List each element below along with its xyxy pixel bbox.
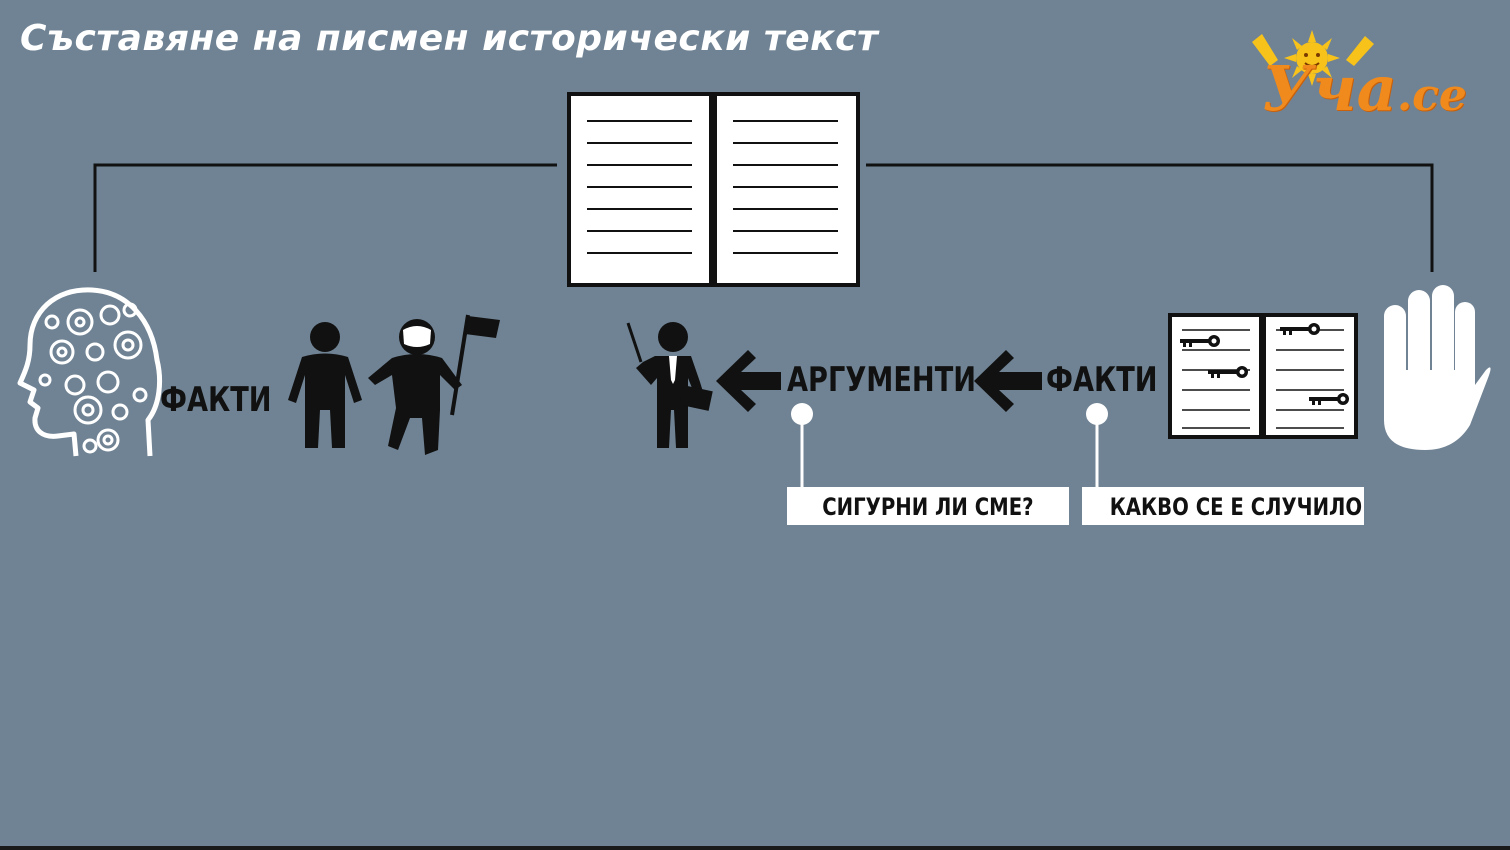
connector-lines xyxy=(93,163,1434,272)
callout-connectors xyxy=(791,403,1108,487)
page-title: Съставяне на писмен исторически текст xyxy=(20,18,879,59)
arguments-label: АРГУМЕНТИ xyxy=(787,360,977,400)
sun-logo-icon xyxy=(1252,30,1374,86)
facts-label-left: ФАКТИ xyxy=(160,380,272,420)
callout-are-we-sure: СИГУРНИ ЛИ СМЕ? xyxy=(787,487,1069,525)
hand-stop-icon xyxy=(1384,285,1491,450)
person-icon xyxy=(288,322,362,448)
callout-what-happened: КАКВО СЕ Е СЛУЧИЛО xyxy=(1082,487,1364,525)
facts-label-right: ФАКТИ xyxy=(1046,360,1158,400)
brain-gears-icon xyxy=(17,287,163,457)
arrow-left-icon xyxy=(716,350,781,412)
arrow-left-icon xyxy=(974,350,1042,412)
teacher-pointer-icon xyxy=(626,322,713,448)
open-book-icon xyxy=(567,92,860,287)
logo-wordmark: Уча.се xyxy=(1262,52,1467,125)
bottom-border xyxy=(0,846,1510,850)
key-book-icon xyxy=(1168,313,1358,439)
astronaut-flag-icon xyxy=(368,314,500,455)
